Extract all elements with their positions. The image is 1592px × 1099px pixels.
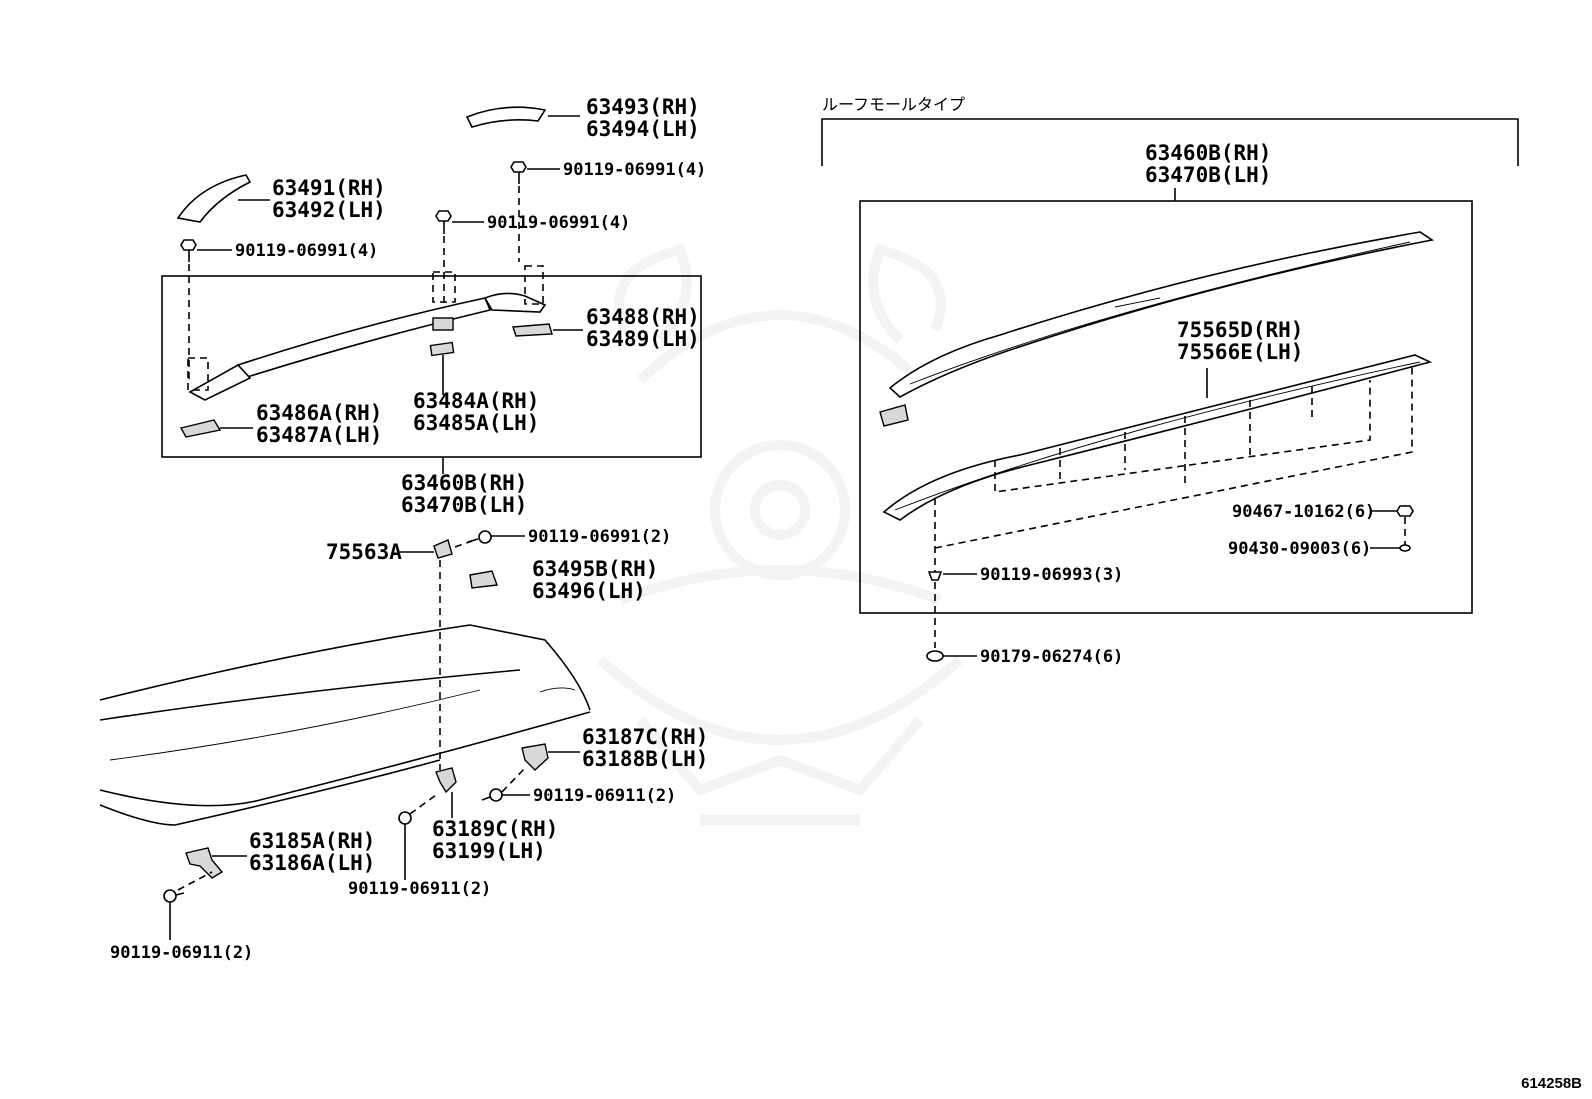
roof-rack-end-cover-front	[176, 174, 252, 223]
bolt-icon	[510, 161, 527, 184]
variant-bracket	[821, 118, 1519, 166]
washer-icon	[1399, 544, 1411, 552]
bolt-icon	[180, 239, 197, 262]
rail-cover-small	[469, 570, 498, 589]
label-63492: 63492(LH)	[272, 198, 386, 222]
roof-panel	[99, 624, 591, 826]
roof-rack-side-rail	[187, 265, 547, 401]
retainer-clip	[433, 539, 453, 559]
label-63489: 63489(LH)	[586, 327, 700, 351]
label-75565d: 75565D(RH)	[1177, 318, 1303, 342]
screw-icon	[163, 889, 185, 903]
roof-molding-rail	[879, 231, 1435, 427]
watermark-emblem	[596, 244, 964, 825]
roof-molding-trim	[882, 354, 1433, 521]
screw-icon	[481, 788, 503, 802]
grommet-icon	[926, 650, 944, 662]
label-bolt-06911-c: 90119-06911(2)	[348, 879, 491, 899]
label-63189c: 63189C(RH)	[432, 817, 558, 841]
label-bolt-06911-b: 90119-06911(2)	[110, 943, 253, 963]
diagram-id: 614258B	[1521, 1075, 1582, 1092]
label-63470b-left: 63470B(LH)	[401, 493, 527, 517]
label-bolt-mid: 90119-06991(4)	[487, 213, 630, 233]
label-75566e: 75566E(LH)	[1177, 340, 1303, 364]
label-bolt-top: 90119-06991(4)	[563, 160, 706, 180]
label-75563a: 75563A	[326, 540, 402, 564]
rail-clip	[432, 317, 454, 331]
label-06993: 90119-06993(3)	[980, 565, 1123, 585]
label-63493: 63493(RH)	[586, 95, 700, 119]
rail-spacer	[429, 341, 455, 357]
rail-mount-bracket-rear	[521, 743, 549, 771]
label-bolt-06911-a: 90119-06911(2)	[533, 786, 676, 806]
screw-icon	[927, 571, 943, 581]
label-63494: 63494(LH)	[586, 117, 700, 141]
label-63460b-left: 63460B(RH)	[401, 471, 527, 495]
roof-rack-assembly-box	[161, 275, 702, 458]
label-63487a: 63487A(LH)	[256, 423, 382, 447]
label-63496: 63496(LH)	[532, 579, 646, 603]
bolt-icon	[435, 210, 452, 234]
label-63188b: 63188B(LH)	[582, 747, 708, 771]
rail-mount-bracket-front	[185, 847, 224, 879]
rail-end-pad	[512, 323, 553, 337]
label-63470b-right: 63470B(LH)	[1145, 163, 1271, 187]
label-90430: 90430-09003(6)	[1228, 539, 1371, 559]
label-63486a: 63486A(RH)	[256, 401, 382, 425]
label-90467: 90467-10162(6)	[1232, 502, 1375, 522]
label-90179: 90179-06274(6)	[980, 647, 1123, 667]
label-63187c: 63187C(RH)	[582, 725, 708, 749]
screw-icon	[467, 530, 492, 544]
variant-label: ルーフモールタイプ	[822, 95, 965, 114]
screw-icon	[398, 811, 412, 836]
roof-rack-end-cover-rear	[465, 106, 547, 128]
label-63186a: 63186A(LH)	[249, 851, 375, 875]
rail-mount-bracket-mid	[435, 767, 457, 794]
label-bolt-left: 90119-06991(4)	[235, 241, 378, 261]
nut-icon	[1396, 505, 1414, 517]
label-63484a: 63484A(RH)	[413, 389, 539, 413]
rail-front-pad	[179, 419, 222, 438]
label-63460b-right: 63460B(RH)	[1145, 141, 1271, 165]
label-63488: 63488(RH)	[586, 305, 700, 329]
label-63185a: 63185A(RH)	[249, 829, 375, 853]
label-63495b: 63495B(RH)	[532, 557, 658, 581]
roof-molding-assembly-box	[859, 200, 1473, 614]
label-63485a: 63485A(LH)	[413, 411, 539, 435]
label-63491: 63491(RH)	[272, 176, 386, 200]
label-63199: 63199(LH)	[432, 839, 546, 863]
label-bolt-06991-2: 90119-06991(2)	[528, 527, 671, 547]
